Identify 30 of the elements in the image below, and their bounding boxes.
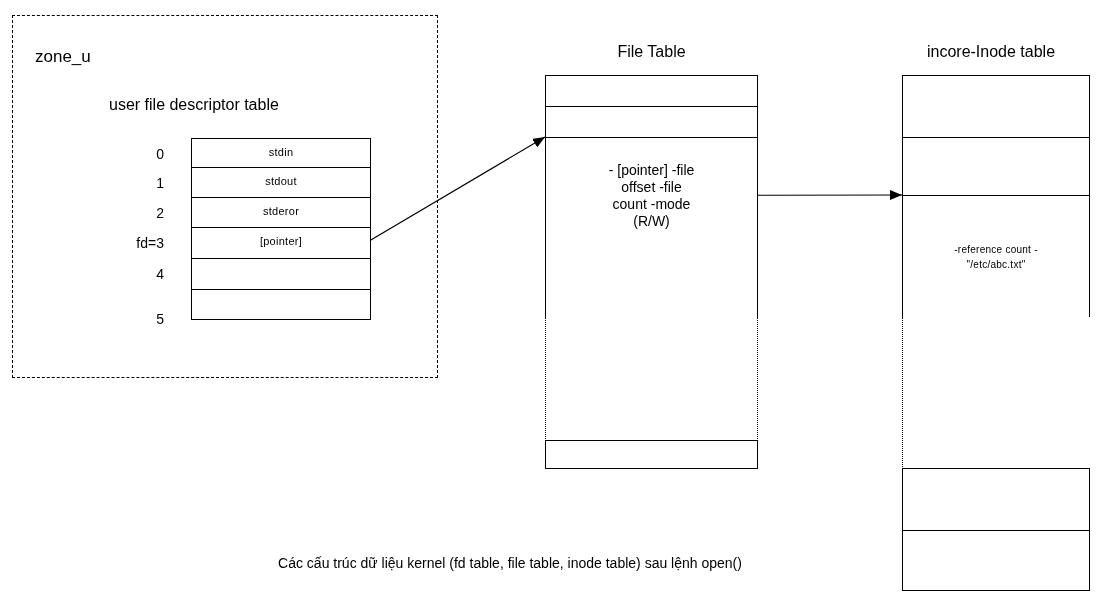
table-gap — [545, 318, 758, 441]
index-number: 4 — [156, 265, 164, 284]
frame-title: zone_u — [35, 46, 91, 68]
empty-row — [902, 137, 1090, 196]
arrow — [757, 190, 903, 200]
table-row — [545, 137, 758, 319]
caption: Các cấu trúc dữ liệu kernel (fd table, file table, inode table) sau lệnh open() — [277, 555, 743, 572]
empty-row — [902, 468, 1090, 531]
table-row — [902, 195, 1090, 318]
row-text: stderor — [261, 204, 301, 219]
table-title: incore-Inode table — [925, 42, 1057, 62]
index-number: 2 — [156, 204, 164, 223]
row-text: -reference count -"/etc/abc.txt" — [953, 243, 1039, 272]
table-title: user file descriptor table — [109, 95, 279, 115]
row-text: - [pointer] -file offset -file count -mode (R/W) — [607, 162, 696, 230]
index-number: 5 — [156, 310, 164, 329]
empty-row — [902, 75, 1090, 138]
empty-row — [902, 530, 1090, 591]
row-text: [pointer] — [258, 234, 304, 249]
table-title: File Table — [616, 42, 687, 62]
dashed-frame — [12, 15, 438, 378]
index-number: fd=3 — [136, 234, 164, 253]
empty-row — [545, 440, 758, 469]
empty-row — [545, 75, 758, 107]
row-text: stdout — [264, 174, 298, 189]
row-text: stdin — [267, 145, 295, 160]
index-number: 0 — [156, 145, 164, 164]
arrow — [369, 136, 546, 241]
index-number: 1 — [156, 174, 164, 193]
empty-row — [545, 106, 758, 138]
